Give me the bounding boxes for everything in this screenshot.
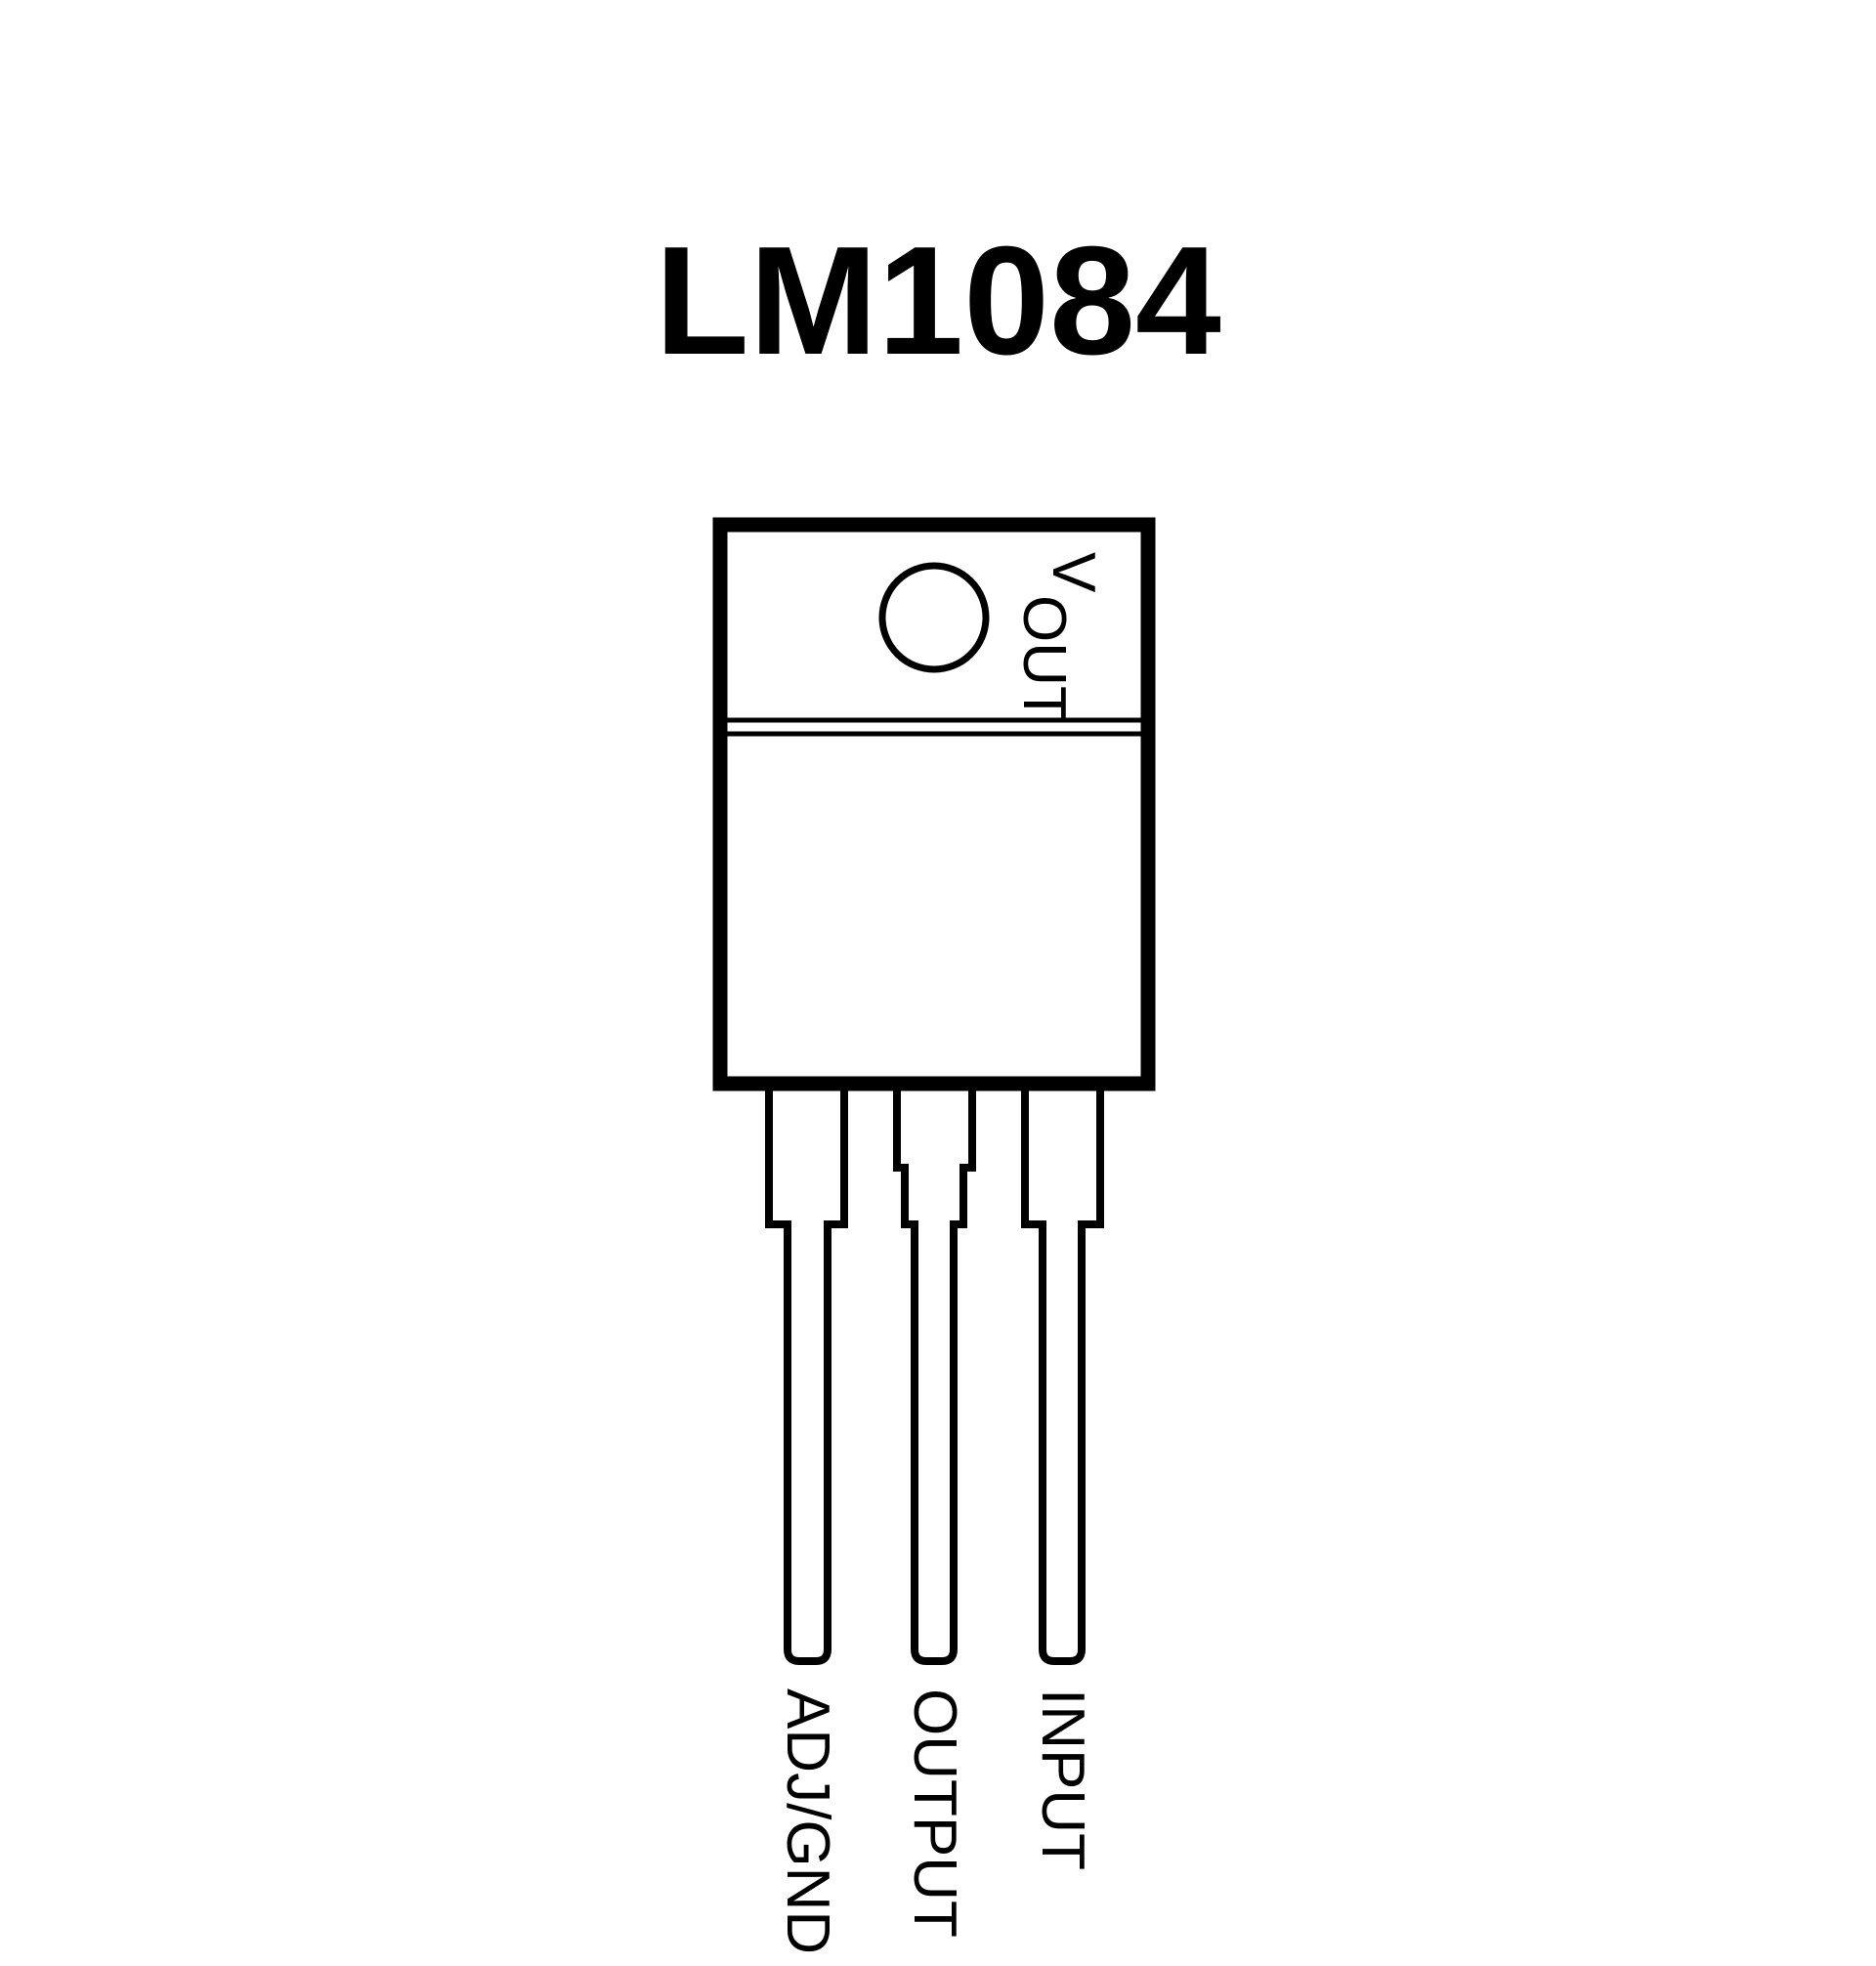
mounting-hole [878, 562, 990, 673]
svg-text:V: V [1040, 552, 1107, 593]
vout-tab-label: V OUT [1010, 552, 1107, 723]
svg-text:OUT: OUT [1010, 595, 1078, 723]
pin-3 [1021, 1090, 1104, 1665]
pin-label-adj-gnd: ADJ/GND [774, 1688, 841, 1954]
part-title: LM1084 [655, 215, 1221, 387]
pin-label-output: OUTPUT [901, 1688, 968, 1938]
pin-1 [765, 1090, 848, 1665]
pin-label-input: INPUT [1029, 1688, 1096, 1870]
package-body: V OUT [712, 517, 1156, 1091]
pin-2 [893, 1090, 976, 1665]
